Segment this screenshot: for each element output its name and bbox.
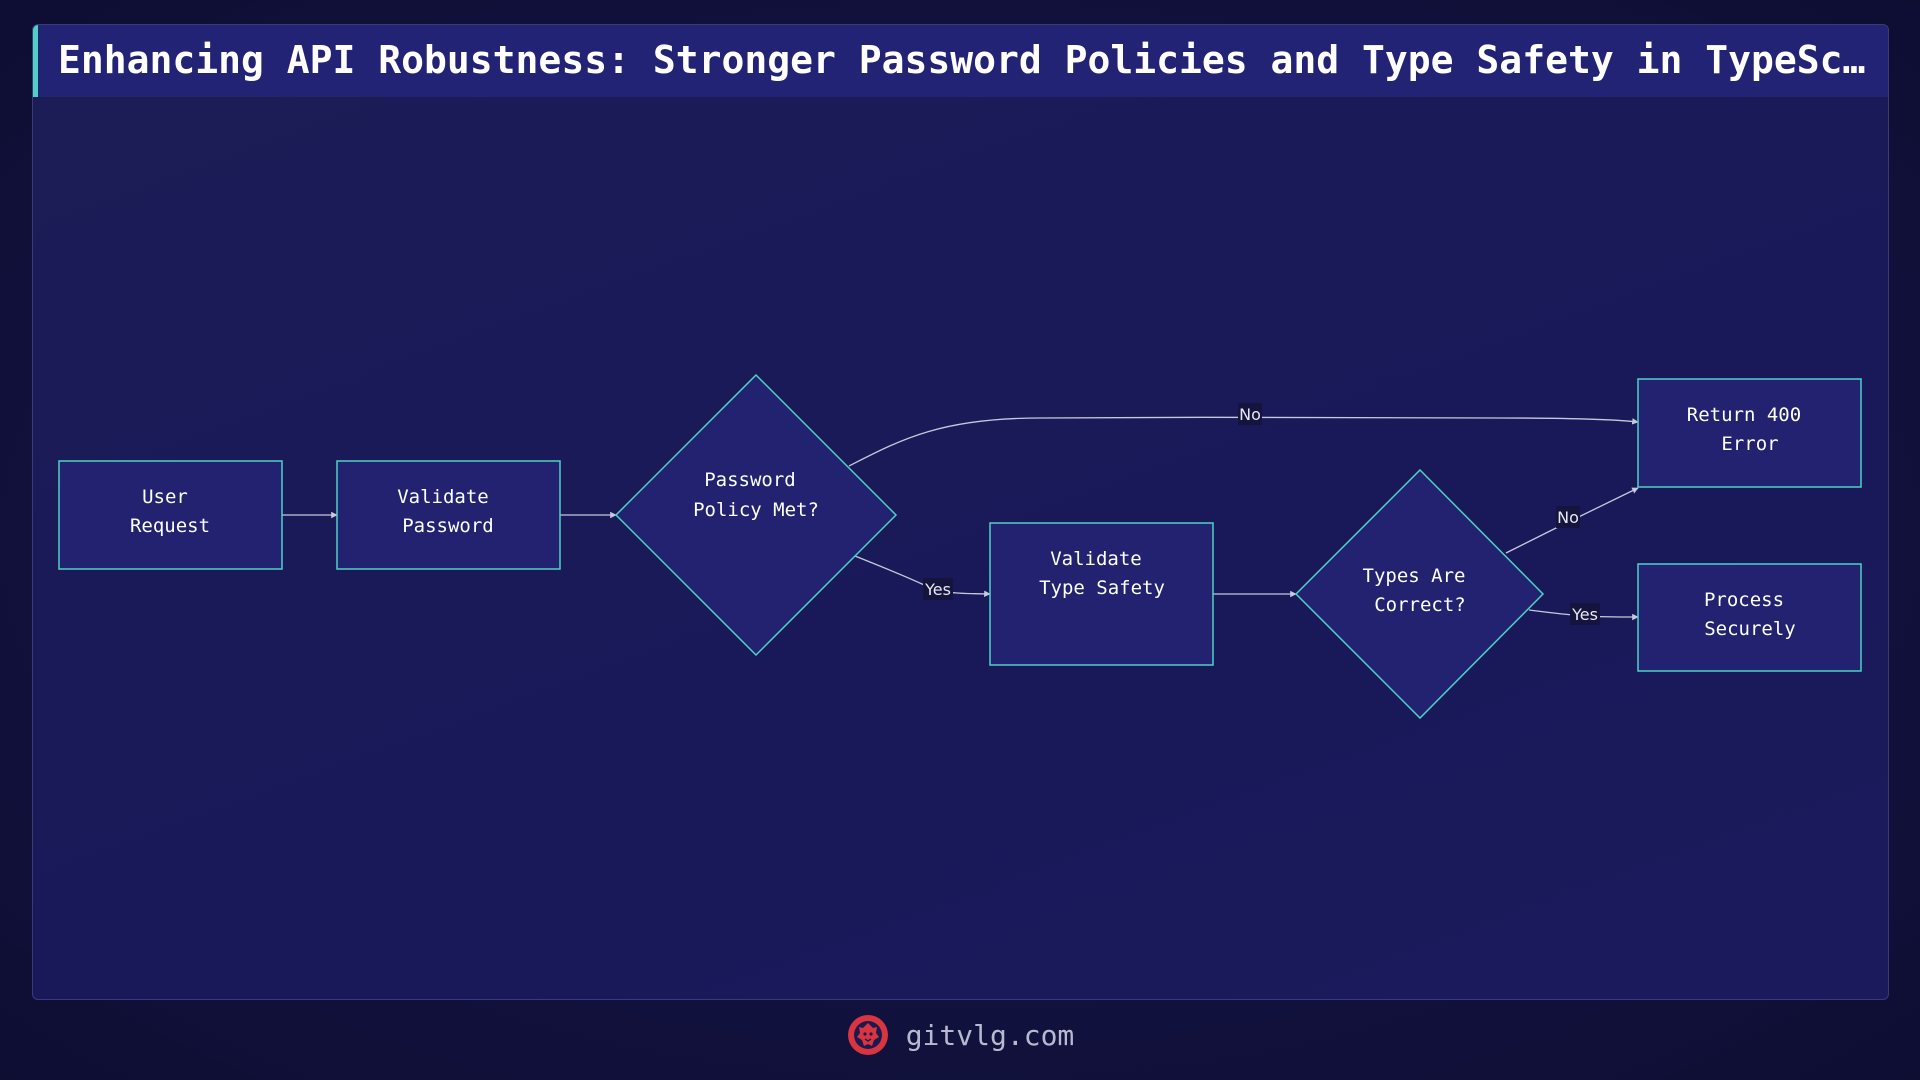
node-label-line: Validate [1050,548,1142,570]
edge-label-text: No [1239,405,1261,424]
edge-label-text: No [1557,508,1579,527]
node-label-line: Password [704,469,796,491]
node-user-request: User Request [58,460,283,570]
node-label-line: Validate [397,486,489,508]
edge-label-types-no: No [1556,506,1580,528]
node-label-line: Securely [1704,618,1796,640]
node-label-line: Process [1704,589,1784,611]
node-label-line: Policy Met? [693,499,819,521]
edge-policy-yes-to-validate-type-safety [854,555,991,598]
node-label-line: Request [130,515,210,537]
edge-label-policy-no: No [1238,403,1262,425]
edge-label-text: Yes [1571,605,1598,624]
edge-policy-no-to-return-400 [848,416,1639,467]
node-label-line: Types Are [1363,565,1466,587]
edge-label-types-yes: Yes [1570,603,1600,625]
node-label-line: Type Safety [1039,577,1165,599]
node-label-line: User [142,486,188,508]
node-label-line: Error [1721,433,1778,455]
footer-site-label[interactable]: gitvlg.com [905,1018,1075,1052]
node-label-line: Correct? [1374,594,1466,616]
node-validate-type-safety: Validate Type Safety [989,522,1214,666]
node-password-policy-decision: Password Policy Met? [614,373,898,657]
lion-head-icon [847,1015,888,1055]
edge-label-policy-yes: Yes [923,578,953,600]
node-types-correct-decision: Types Are Correct? [1294,468,1545,720]
footer: gitvlg.com [0,1010,1920,1060]
node-label-line: Return 400 [1687,404,1801,426]
node-validate-password: Validate Password [336,460,561,570]
node-return-400-error: Return 400 Error [1637,378,1862,488]
node-label-line: Password [402,515,494,537]
node-process-securely: Process Securely [1637,563,1862,672]
edge-label-text: Yes [924,580,951,599]
title-bar: Enhancing API Robustness: Stronger Passw… [33,25,1888,97]
